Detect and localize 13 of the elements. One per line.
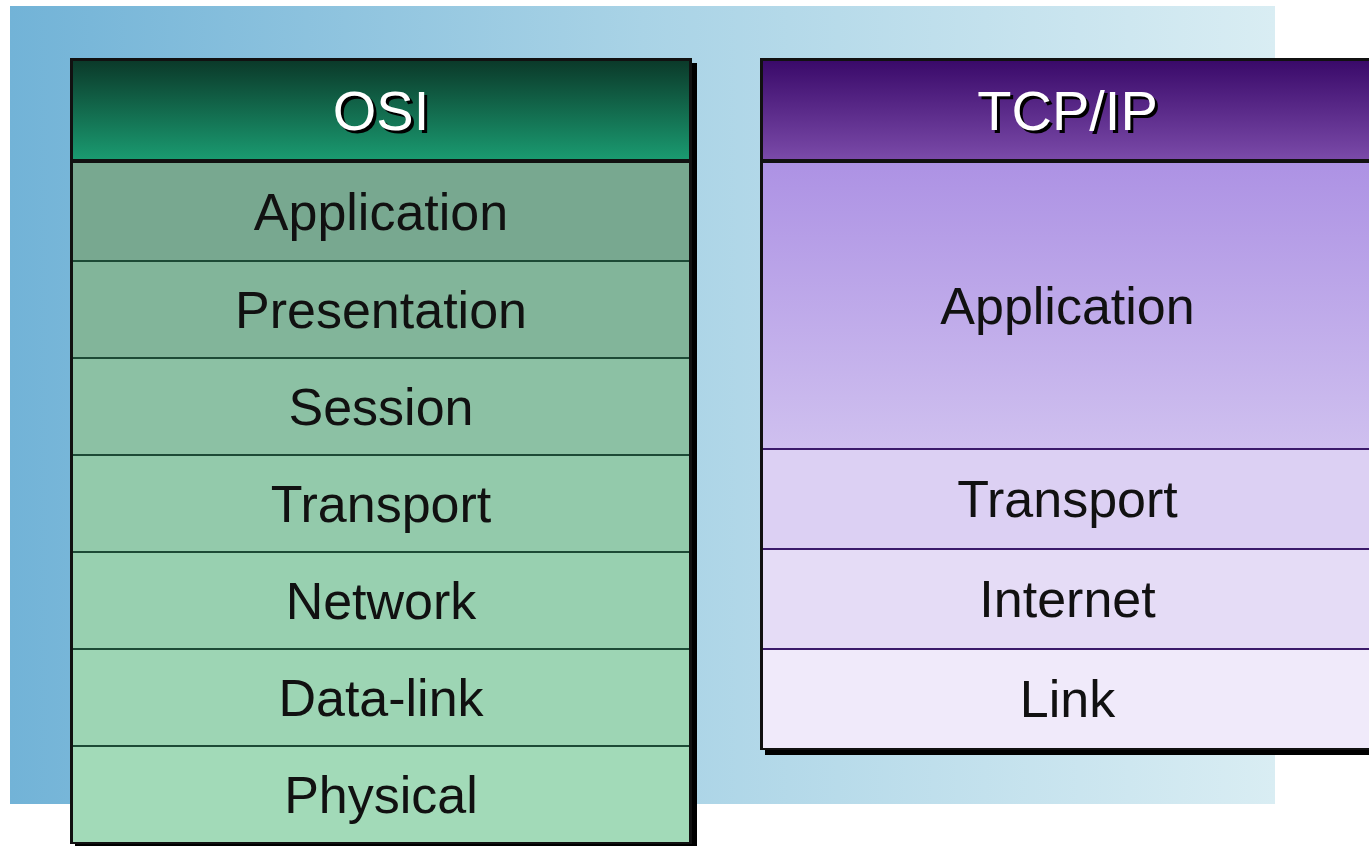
layer-row: Transport — [763, 448, 1369, 548]
layer-row: Application — [763, 163, 1369, 448]
layer-row: Data-link — [73, 648, 689, 745]
layer-row: Physical — [73, 745, 689, 842]
layer-row: Presentation — [73, 260, 689, 357]
layer-row: Link — [763, 648, 1369, 748]
stack-heading: TCP/IP — [977, 77, 1158, 143]
layer-row: Session — [73, 357, 689, 454]
stack-heading: OSI — [332, 77, 430, 143]
layer-row: Application — [73, 163, 689, 260]
layer-row: Internet — [763, 548, 1369, 648]
layer-row: Network — [73, 551, 689, 648]
layer-row: Transport — [73, 454, 689, 551]
